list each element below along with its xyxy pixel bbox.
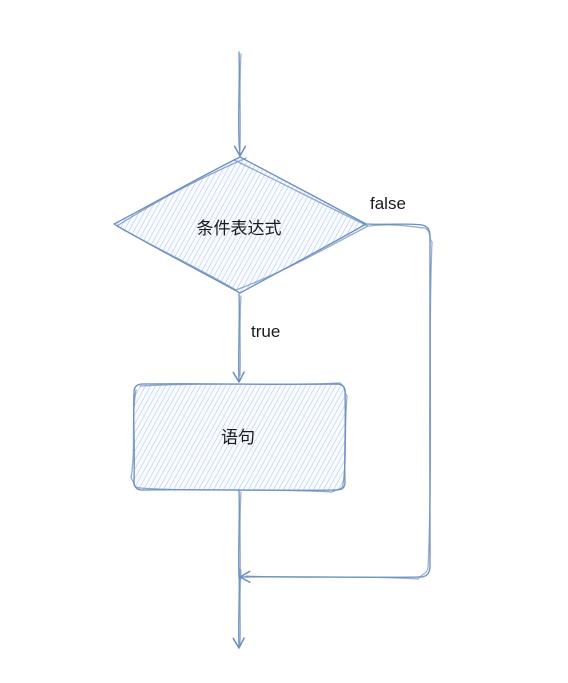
false-arrow <box>239 223 433 584</box>
decision-label: 条件表达式 <box>197 219 282 239</box>
statement-to-merge-line <box>238 489 242 581</box>
true-label: true <box>251 322 280 341</box>
statement-box: 语句 <box>130 382 348 493</box>
exit-arrow <box>232 567 245 649</box>
true-arrow <box>232 293 245 383</box>
false-label: false <box>370 194 406 213</box>
entry-arrow <box>233 51 247 157</box>
statement-label: 语句 <box>221 428 255 448</box>
